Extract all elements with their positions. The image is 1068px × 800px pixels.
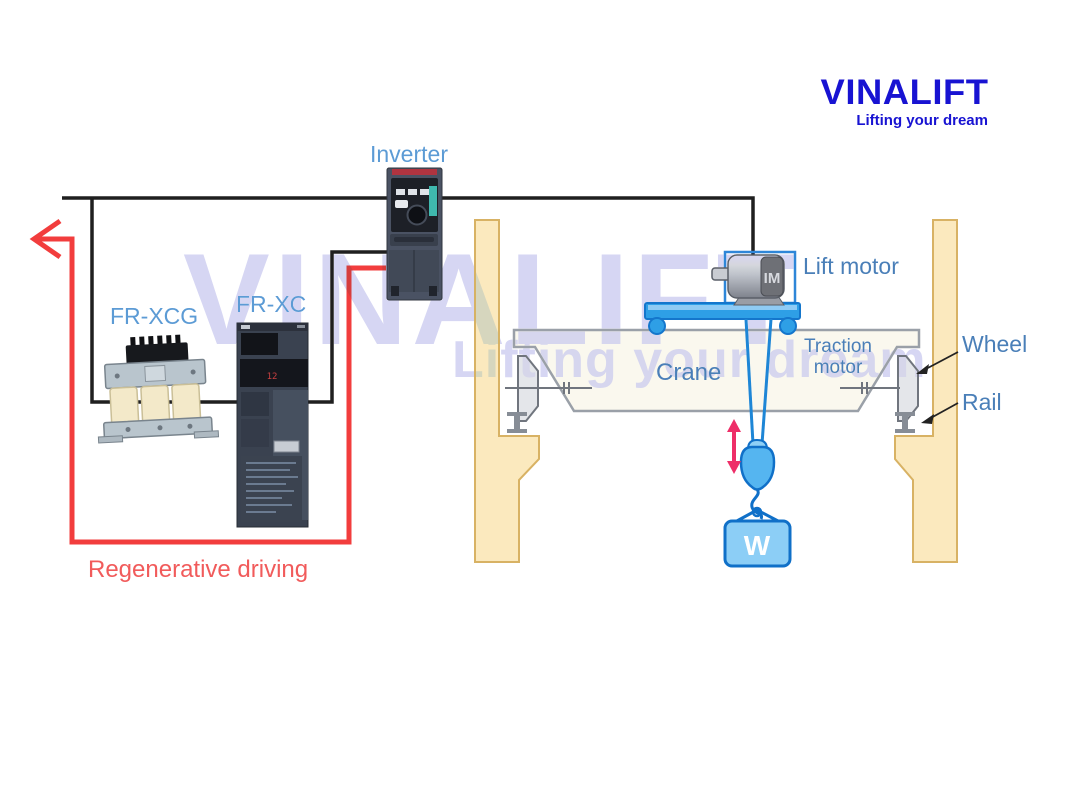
converter-label: FR-XC	[236, 291, 307, 317]
hoist-direction-arrow	[727, 419, 741, 474]
inverter-unit	[386, 167, 443, 301]
lift-motor-label: Lift motor	[803, 253, 899, 279]
power-bus-wire	[62, 196, 755, 258]
load-marking: W	[744, 530, 771, 561]
right-crane-wheel	[897, 355, 919, 422]
hook-block	[739, 438, 776, 520]
converter-loop-wire	[90, 198, 388, 404]
right-rail-ibeam	[895, 412, 915, 433]
wheel-label: Wheel	[962, 331, 1028, 357]
right-axle	[840, 382, 900, 394]
lift-motor: IM	[711, 254, 785, 306]
regenerative-path	[36, 236, 386, 545]
left-rail-ibeam	[507, 412, 527, 433]
regenerative-driving-label: Regenerative driving	[88, 556, 309, 583]
converter-unit: 12	[236, 322, 309, 528]
traction-motor-label-line2: motor	[813, 357, 863, 378]
load-weight: W	[723, 506, 792, 568]
lift-motor-marking: IM	[764, 270, 781, 287]
logo-brand-name: VINALIFT	[820, 73, 988, 112]
right-rail-pillar	[894, 219, 958, 563]
converter-display: 12	[267, 372, 278, 382]
vinalift-logo: VINALIFT Lifting your dream	[820, 75, 988, 129]
reactor-label: FR-XCG	[110, 303, 199, 329]
hoist-ropes	[744, 318, 773, 445]
rail-label: Rail	[962, 389, 1002, 415]
hoist-trolley	[644, 302, 801, 335]
wheel-pointer-arrow	[916, 351, 959, 374]
crane-girder	[512, 328, 921, 413]
rail-pointer-arrow	[921, 402, 959, 424]
inverter-label: Inverter	[370, 141, 448, 167]
regenerative-arrowhead	[29, 218, 62, 260]
left-rail-pillar	[474, 219, 540, 563]
reactor-unit	[97, 334, 220, 444]
logo-tagline: Lifting your dream	[856, 112, 988, 129]
crane-label: Crane	[656, 359, 722, 386]
left-axle	[505, 382, 592, 394]
traction-motor-label-line1: Traction	[804, 336, 872, 357]
traction-motor-label: Traction motor	[798, 336, 878, 378]
